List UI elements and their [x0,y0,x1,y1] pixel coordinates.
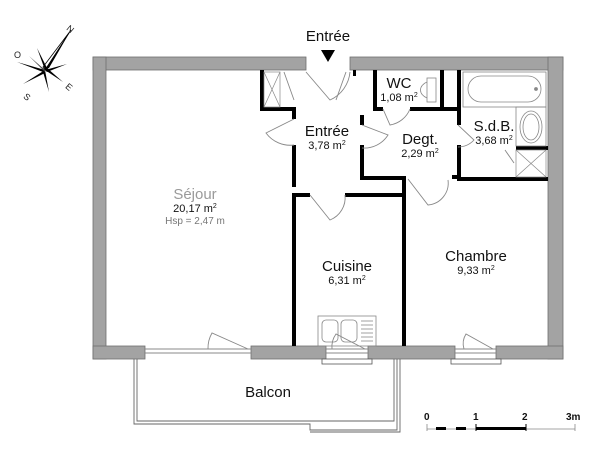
room-name: Entrée [304,123,350,140]
room-area: 6,31 m2 [328,275,366,287]
exterior-walls [92,56,564,360]
room-area: 9,33 m2 [457,265,495,277]
bathtub-icon [462,71,547,108]
balcony-outline [133,359,401,433]
closet-left [263,71,281,108]
room-name: S.d.B. [473,118,515,135]
room-area: 20,17 m2 [173,203,217,215]
room-name: Chambre [445,248,507,265]
window-sills [321,358,502,365]
room-name: Séjour [173,186,217,203]
room-name: WC [386,75,412,92]
scale-tick-3m: 3m [566,412,581,423]
room-name: Cuisine [321,258,373,275]
scale-tick-1: 1 [473,412,479,423]
room-name: Degt. [402,131,438,148]
entrance-label: Entrée [305,28,351,45]
scale-bar [426,424,576,431]
room-area: 2,29 m2 [401,148,439,160]
closet-sdb [515,149,547,178]
entrance-arrow-icon [321,50,335,62]
kitchen-sink-icon [317,315,377,347]
door-swings [145,71,515,354]
room-area: 3,68 m2 [475,135,513,147]
room-degt: Degt. 2,29 m2 [390,131,450,161]
room-cuisine: Cuisine 6,31 m2 [312,258,382,288]
ceiling-height: Hsp = 2,47 m [165,216,225,227]
compass-rose-icon [17,29,72,92]
room-sejour: Séjour 20,17 m2 Hsp = 2,47 m [150,186,240,228]
room-sdb: S.d.B. 3,68 m2 [465,118,523,148]
compass-o: O [14,50,22,60]
room-area: 3,78 m2 [308,140,346,152]
room-balcon: Balcon [245,384,291,401]
room-chambre: Chambre 9,33 m2 [436,248,516,278]
toilet-icon [420,77,437,103]
room-entree: Entrée 3,78 m2 [295,123,359,153]
room-wc: WC 1,08 m2 [374,75,424,105]
interior-walls [260,70,548,346]
washbasin-icon [515,106,547,147]
scale-tick-2: 2 [522,412,528,423]
scale-tick-0: 0 [424,412,430,423]
room-area: 1,08 m2 [380,92,418,104]
